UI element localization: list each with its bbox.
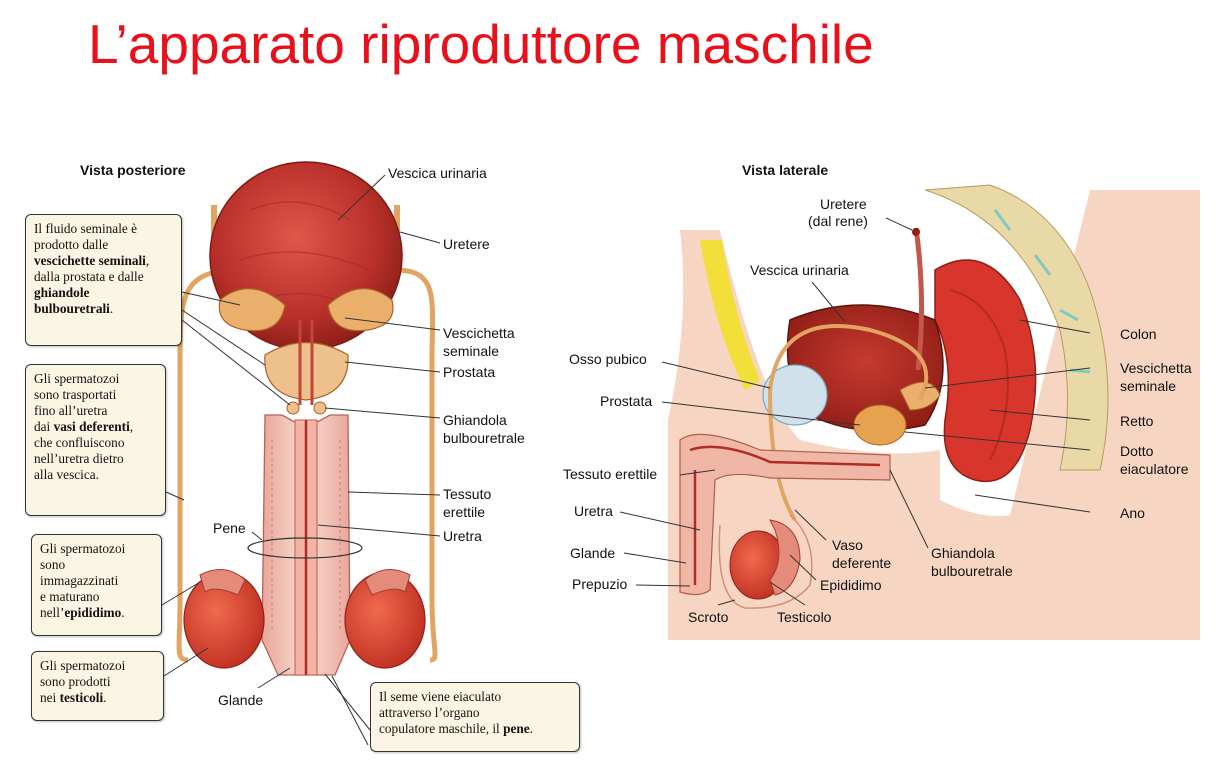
box-text: prodotto dalle [34, 237, 109, 252]
label-vaso-1: Vaso [832, 537, 863, 553]
label-vescica-urinaria: Vescica urinaria [388, 165, 487, 181]
label-uretere: Uretere [443, 236, 490, 252]
label-vescichetta-lat-2: seminale [1120, 378, 1177, 394]
label-tessuto-erettile-2: erettile [443, 504, 486, 520]
label-uretra: Uretra [443, 528, 482, 544]
label-tessuto-erettile-1: Tessuto [443, 486, 492, 502]
label-dotto-1: Dotto [1120, 443, 1154, 459]
box-text: nell’uretra dietro [34, 451, 124, 466]
box-text: alla vescica. [34, 467, 99, 482]
box-text: Gli spermatozoi [40, 658, 126, 673]
label-vescica-lat: Vescica urinaria [750, 262, 849, 278]
posterior-view-drawing [161, 161, 441, 746]
lateral-view-heading: Vista laterale [742, 162, 829, 178]
box-text: e maturano [40, 589, 100, 604]
box-text: sono prodotti [40, 674, 111, 689]
label-uretra-lat: Uretra [574, 503, 613, 519]
box-text: nell’ [40, 605, 65, 620]
info-box-testicoli: Gli spermatozoi sono prodotti nei testic… [31, 651, 164, 721]
box-text: sono trasportati [34, 387, 117, 402]
box-text: . [121, 605, 125, 620]
box-text: fino all’uretra [34, 403, 108, 418]
box-text: copulatore maschile, il [379, 721, 504, 736]
info-box-pene: Il seme viene eiaculato attraverso l’org… [370, 682, 580, 752]
label-tessuto-erettile-lat: Tessuto erettile [563, 466, 658, 482]
box-text: , [129, 419, 134, 434]
label-prostata-lat: Prostata [600, 393, 653, 409]
box-text: . [103, 690, 107, 705]
info-box-epididimo: Gli spermatozoi sono immagazzinati e mat… [31, 534, 162, 636]
label-testicolo: Testicolo [777, 609, 832, 625]
label-pene: Pene [213, 520, 246, 536]
label-scroto: Scroto [688, 609, 729, 625]
box-text: nei [40, 690, 60, 705]
label-osso-pubico: Osso pubico [569, 351, 647, 367]
box-text: che confluiscono [34, 435, 125, 450]
label-ghiandola-2: bulbouretrale [443, 430, 525, 446]
label-glande: Glande [218, 692, 264, 708]
box-text: immagazzinati [40, 573, 119, 588]
label-uretere-lat-1: Uretere [820, 196, 867, 212]
box-text-bold: testicoli [59, 690, 104, 705]
label-ghiandola-lat-2: bulbouretrale [931, 563, 1013, 579]
box-text: Il fluido seminale è [34, 221, 138, 236]
page-title: L’apparato riproduttore maschile [88, 13, 874, 75]
label-colon: Colon [1120, 326, 1157, 342]
label-prostata: Prostata [443, 364, 496, 380]
box-text-bold: ghiandole [34, 285, 90, 300]
label-vescichetta-lat-1: Vescichetta [1120, 360, 1192, 376]
label-vescichetta-seminale-1: Vescichetta [443, 325, 515, 341]
box-text-bold: vasi deferenti [53, 419, 130, 434]
box-text-bold: bulbouretrali [34, 301, 110, 316]
info-box-fluido-seminale: Il fluido seminale è prodotto dalle vesc… [25, 214, 182, 346]
label-dotto-2: eiaculatore [1120, 461, 1189, 477]
label-glande-lat: Glande [570, 545, 616, 561]
box-text-bold: epididimo [64, 605, 122, 620]
label-retto: Retto [1120, 413, 1154, 429]
label-ano: Ano [1120, 505, 1145, 521]
posterior-view-heading: Vista posteriore [80, 162, 186, 178]
box-text-bold: vescichette seminali [34, 253, 146, 268]
box-text: sono [40, 557, 66, 572]
label-ghiandola-1: Ghiandola [443, 412, 507, 428]
box-text: , [145, 253, 150, 268]
label-vaso-2: deferente [832, 555, 892, 571]
label-ghiandola-lat-1: Ghiandola [931, 545, 995, 561]
box-text: attraverso l’organo [379, 705, 480, 720]
label-vescichetta-seminale-2: seminale [443, 343, 500, 359]
info-box-vasi-deferenti: Gli spermatozoi sono trasportati fino al… [25, 364, 166, 516]
box-text: dalla prostata e dalle [34, 269, 144, 284]
label-uretere-lat-2: (dal rene) [808, 213, 868, 229]
box-text: . [109, 301, 114, 316]
box-text: . [529, 721, 533, 736]
box-text: Gli spermatozoi [34, 371, 120, 386]
lateral-view-drawing [619, 184, 1200, 640]
label-prepuzio: Prepuzio [572, 576, 628, 592]
box-text: Il seme viene eiaculato [379, 689, 502, 704]
box-text: Gli spermatozoi [40, 541, 126, 556]
box-text: dai [34, 419, 54, 434]
label-epididimo: Epididimo [820, 577, 882, 593]
box-text-bold: pene [503, 721, 530, 736]
